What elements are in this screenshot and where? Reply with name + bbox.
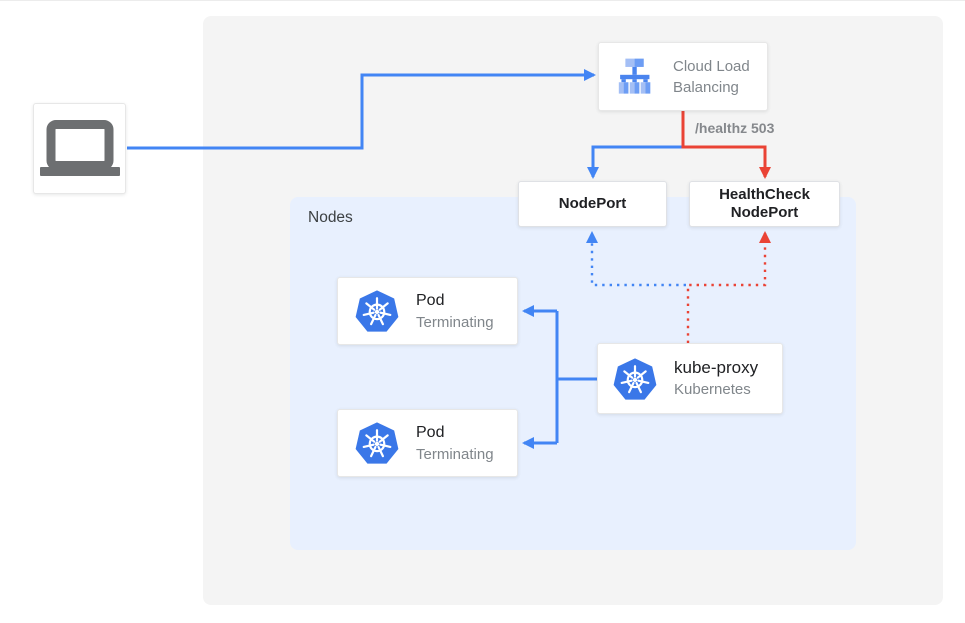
healthcheck-line1: HealthCheck bbox=[719, 186, 810, 203]
top-divider bbox=[0, 0, 965, 1]
cloud-load-balancing-label: Cloud Load Balancing bbox=[673, 57, 750, 96]
pod-1-node: Pod Terminating bbox=[337, 277, 518, 345]
kube-proxy-label: kube-proxy bbox=[674, 358, 759, 377]
kubernetes-icon bbox=[355, 290, 399, 332]
pod-1-text: Pod Terminating bbox=[416, 290, 494, 333]
healthcheck-nodeport-node: HealthCheck NodePort bbox=[689, 181, 840, 227]
healthcheck-line2: NodePort bbox=[730, 204, 799, 221]
pod-1-label: Pod bbox=[416, 291, 445, 309]
cloud-load-balancing-node: Cloud Load Balancing bbox=[598, 42, 768, 111]
pod-2-node: Pod Terminating bbox=[337, 409, 518, 477]
nodes-group-label: Nodes bbox=[308, 209, 353, 226]
pod-2-status: Terminating bbox=[416, 445, 494, 463]
kube-proxy-node: kube-proxy Kubernetes bbox=[597, 343, 783, 414]
kube-proxy-text: kube-proxy Kubernetes bbox=[674, 357, 758, 400]
pod-1-status: Terminating bbox=[416, 313, 494, 331]
pod-2-text: Pod Terminating bbox=[416, 422, 494, 465]
healthcheck-nodeport-label: HealthCheck NodePort bbox=[719, 186, 810, 222]
healthz-503-edge-label: /healthz 503 bbox=[695, 120, 775, 136]
kube-proxy-sublabel: Kubernetes bbox=[674, 381, 751, 398]
kubernetes-icon bbox=[355, 422, 399, 464]
nodeport-label: NodePort bbox=[558, 195, 627, 212]
client-node bbox=[33, 103, 126, 194]
laptop-icon bbox=[39, 119, 120, 176]
pod-2-label: Pod bbox=[416, 423, 445, 441]
load-balancer-icon bbox=[618, 58, 651, 94]
nodeport-node: NodePort bbox=[518, 181, 667, 227]
kubernetes-icon bbox=[613, 357, 657, 400]
